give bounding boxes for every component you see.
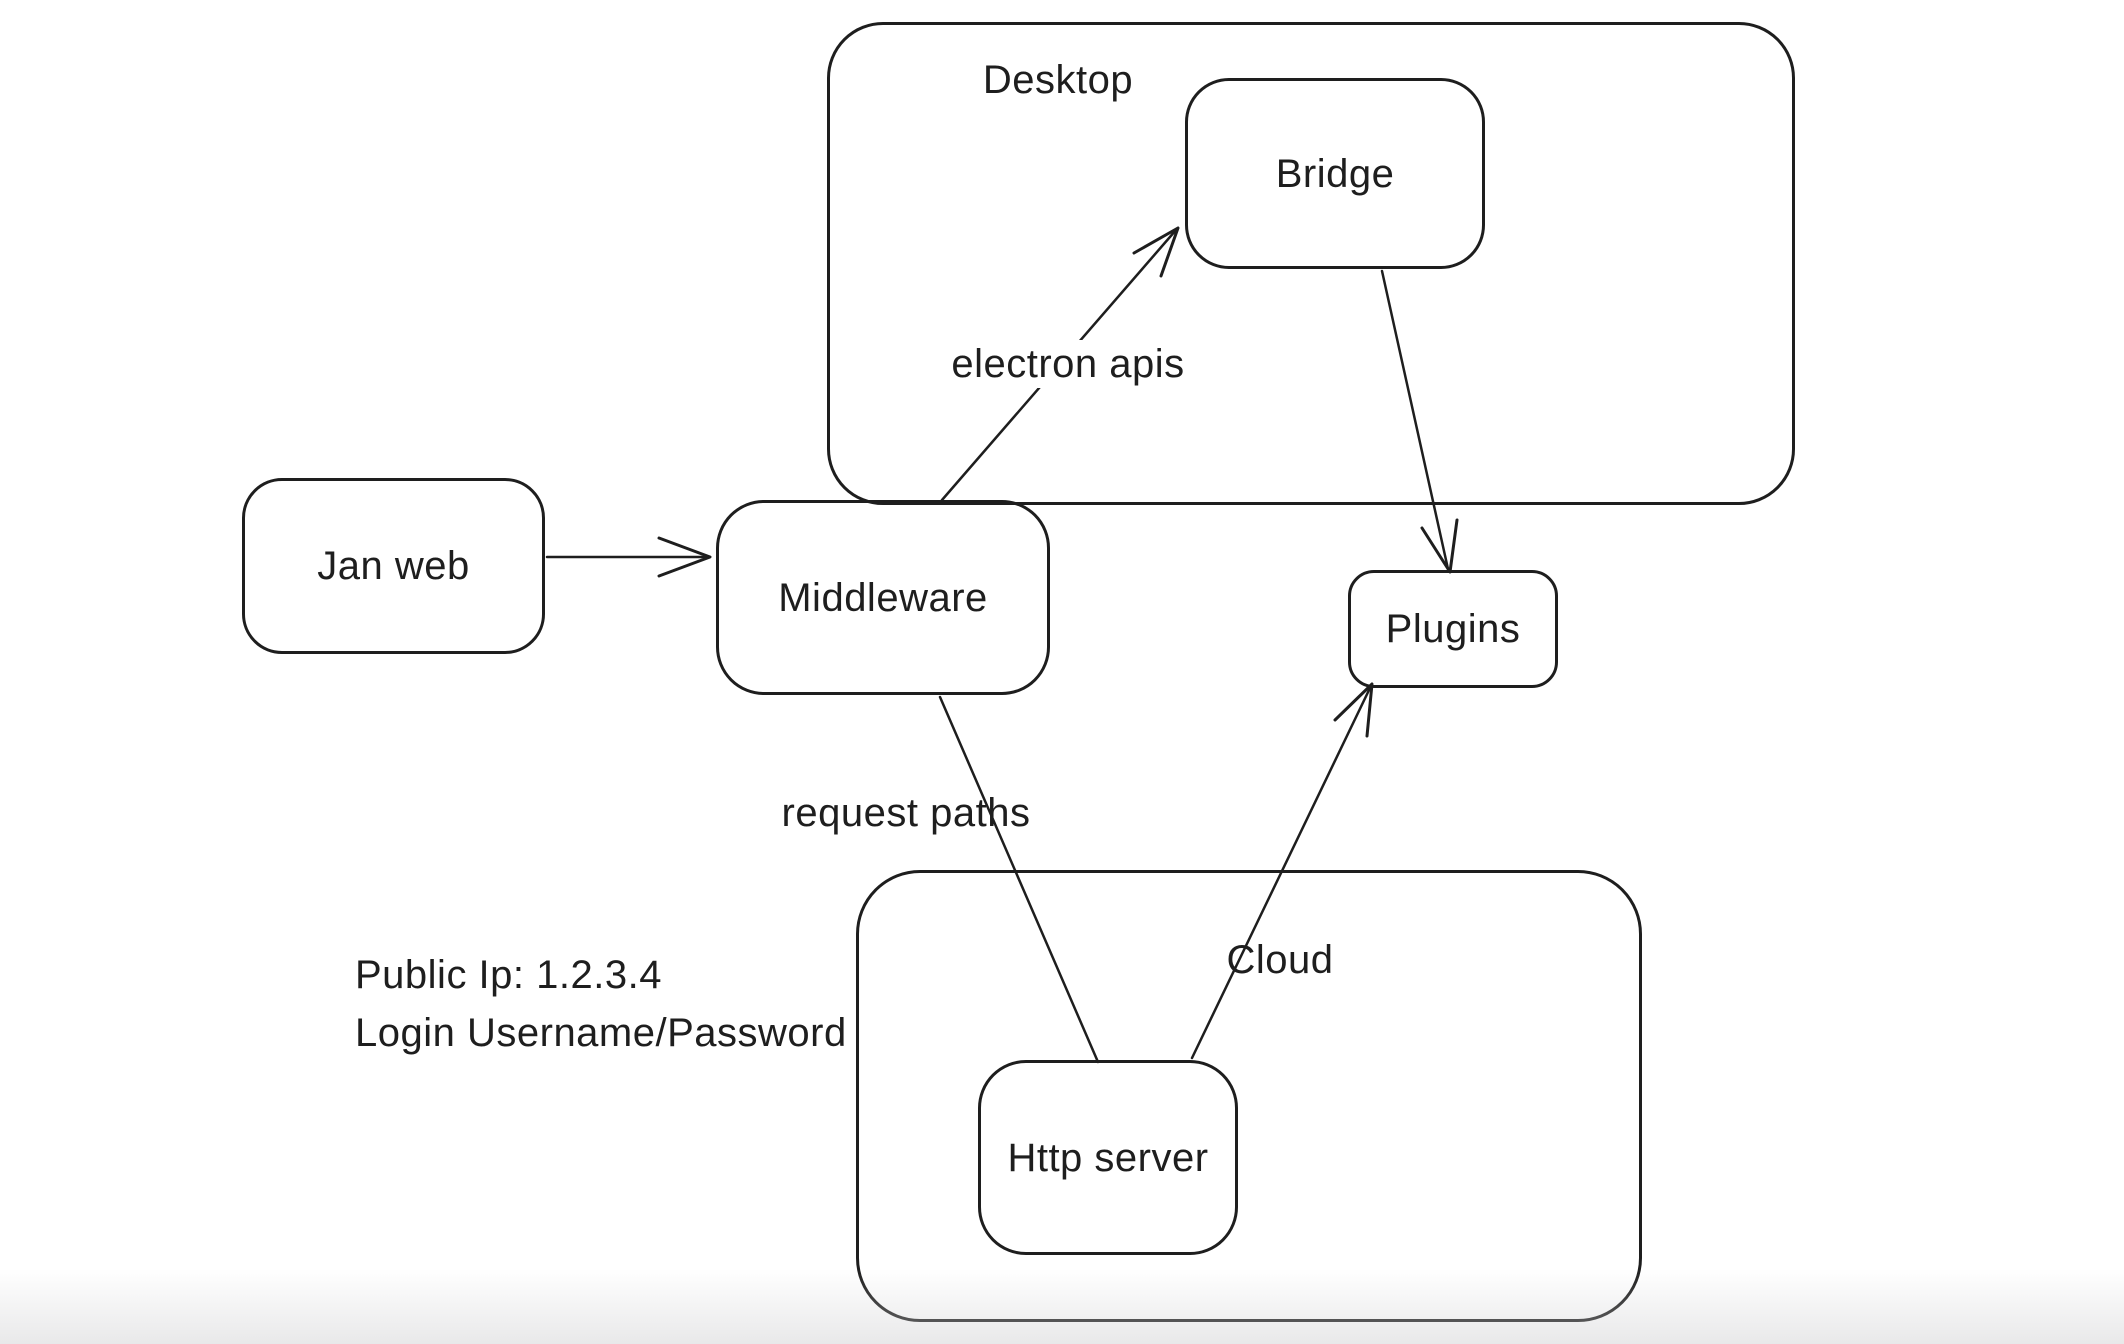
- arrow-janweb-to-middleware[interactable]: [545, 536, 712, 578]
- node-plugins-label: Plugins: [1385, 607, 1521, 651]
- node-plugins[interactable]: Plugins: [1348, 570, 1558, 688]
- annotation-public-ip: Public Ip: 1.2.3.4: [355, 953, 662, 997]
- node-middleware-label: Middleware: [778, 575, 988, 620]
- container-cloud-label[interactable]: Cloud: [1226, 938, 1334, 982]
- edge-label-electron-apis[interactable]: electron apis: [943, 340, 1193, 388]
- arrow-bridge-to-plugins[interactable]: [1380, 269, 1459, 574]
- node-middleware[interactable]: Middleware: [716, 500, 1050, 695]
- arrow-httpserver-to-plugins[interactable]: [1190, 682, 1374, 1060]
- annotation-credentials[interactable]: Public Ip: 1.2.3.4 Login Username/Passwo…: [355, 946, 847, 1062]
- node-bridge[interactable]: Bridge: [1185, 78, 1485, 269]
- node-http-server[interactable]: Http server: [978, 1060, 1238, 1255]
- container-desktop[interactable]: [827, 22, 1795, 505]
- node-jan-web-label: Jan web: [317, 544, 470, 588]
- line-middleware-to-httpserver[interactable]: [938, 695, 1100, 1064]
- annotation-login: Login Username/Password: [355, 1011, 847, 1055]
- container-desktop-label[interactable]: Desktop: [982, 58, 1134, 102]
- container-cloud[interactable]: [856, 870, 1642, 1322]
- node-http-server-label: Http server: [1007, 1135, 1209, 1180]
- node-bridge-label: Bridge: [1275, 151, 1395, 196]
- node-jan-web[interactable]: Jan web: [242, 478, 545, 654]
- edge-label-request-paths[interactable]: request paths: [781, 791, 1031, 835]
